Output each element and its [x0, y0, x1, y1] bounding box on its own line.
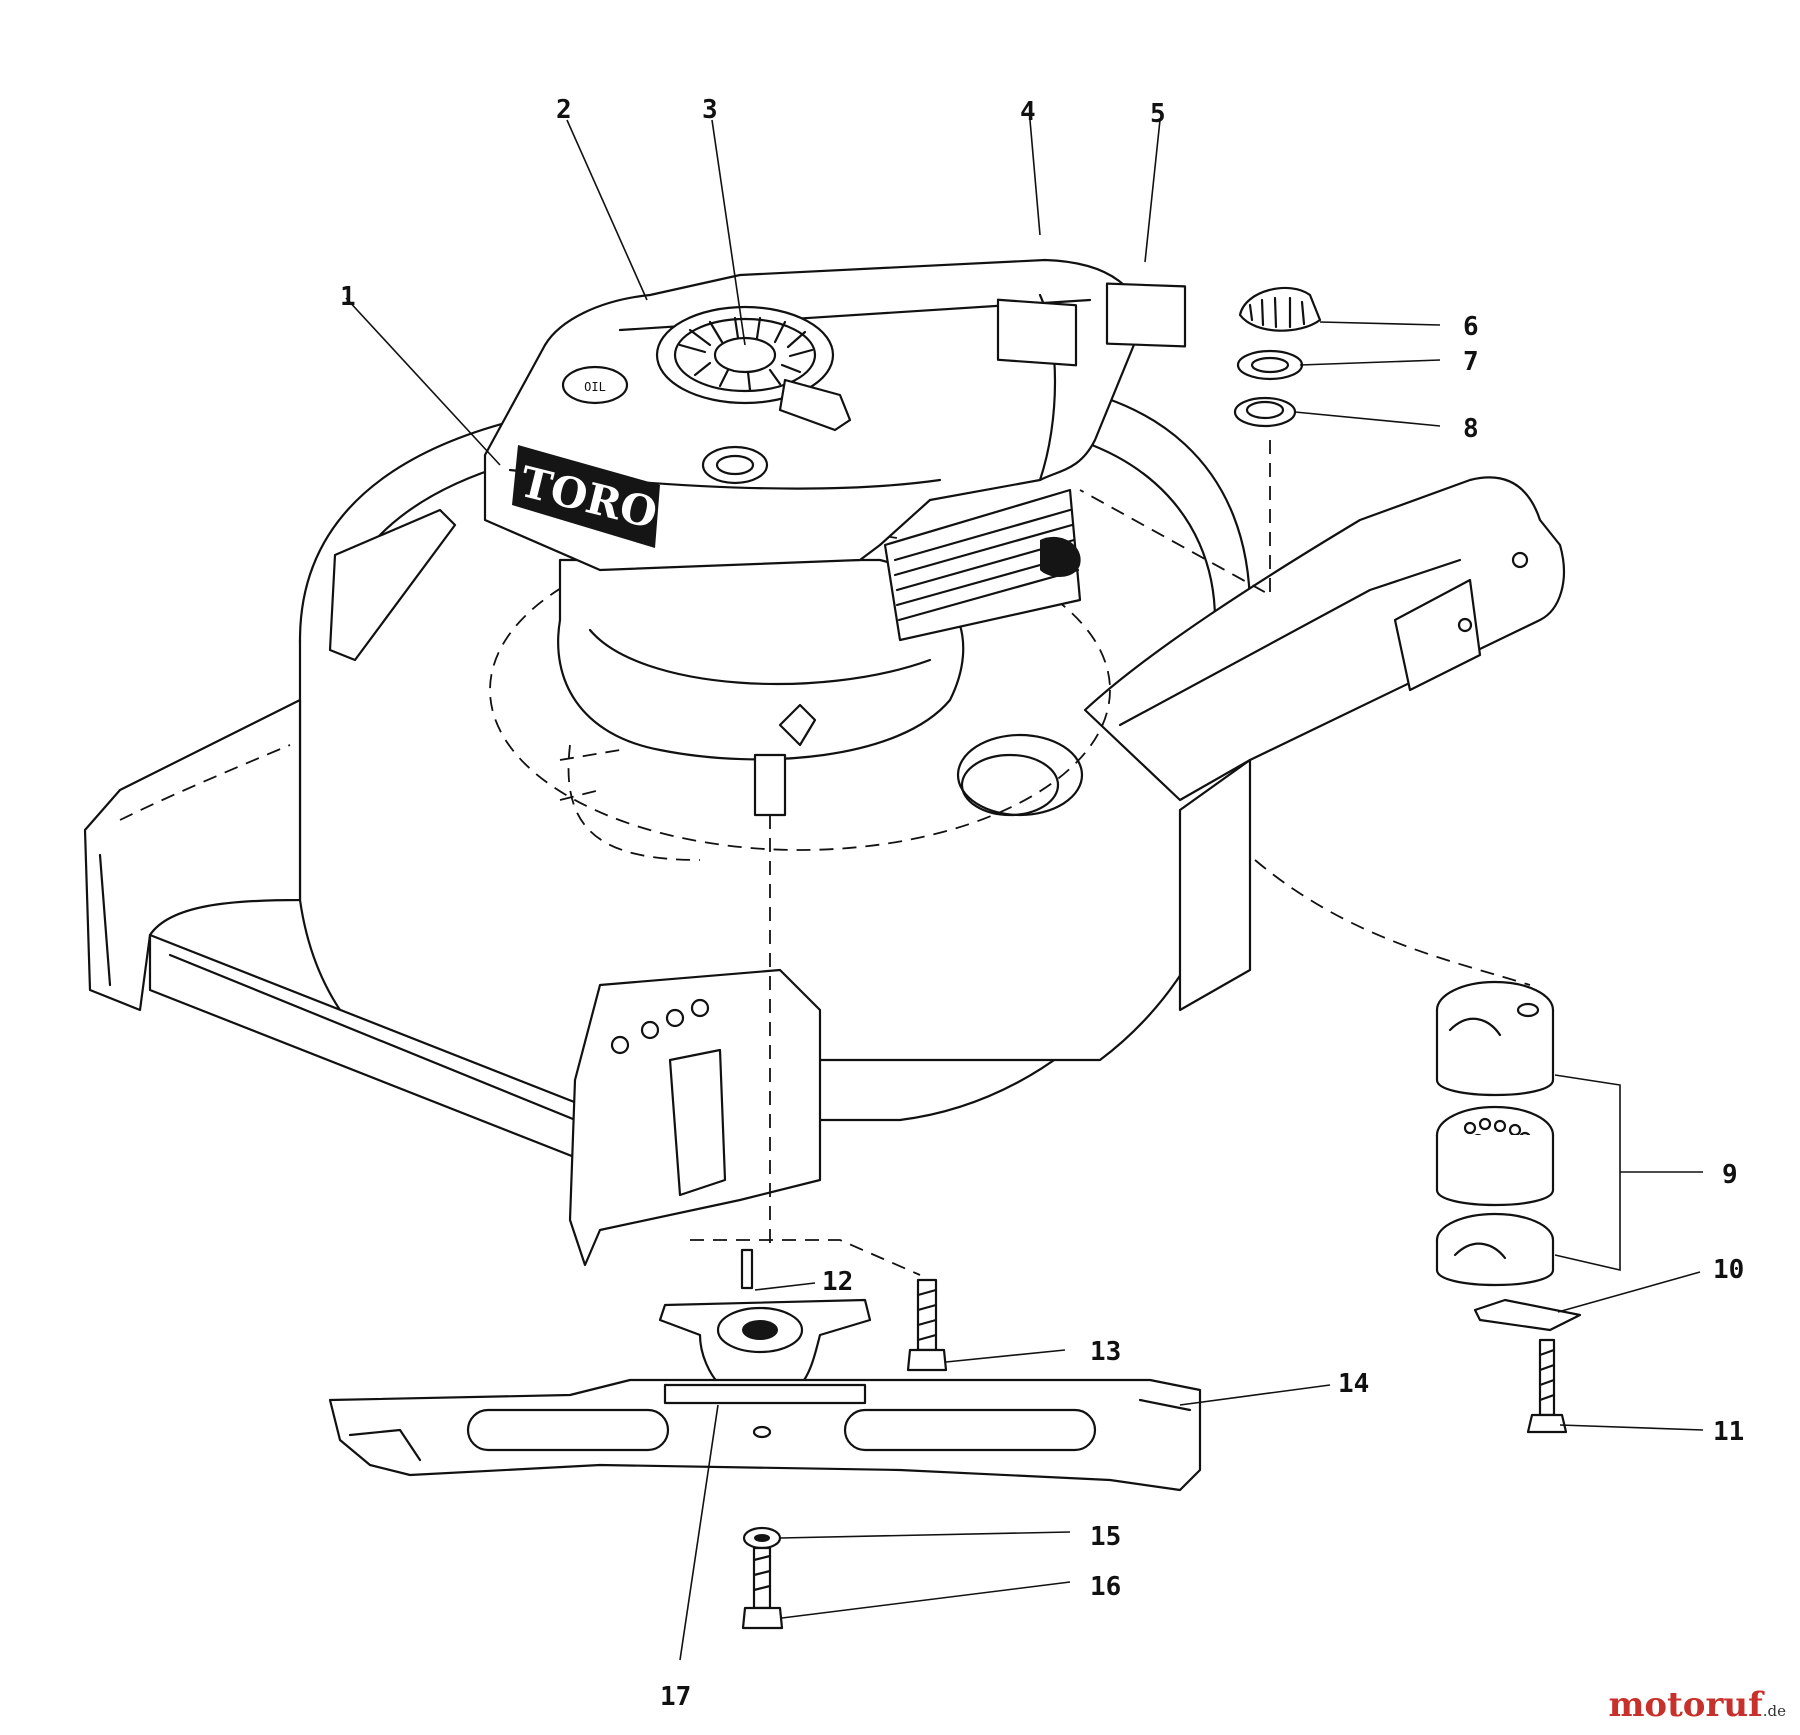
blade-adapter	[633, 1298, 892, 1402]
callout-4: 4	[1020, 97, 1036, 127]
air-lift	[663, 1383, 867, 1405]
watermark-tld: .de	[1762, 1702, 1786, 1720]
callout-17: 17	[660, 1682, 691, 1712]
callout-12: 12	[822, 1267, 853, 1297]
callout-8: 8	[1463, 414, 1479, 444]
watermark: motoruf.de	[1608, 1685, 1786, 1725]
starter-fins	[678, 316, 814, 392]
fuel-cap	[1238, 286, 1322, 332]
watermark-name: motoruf	[1608, 1685, 1763, 1725]
muffler-lock-plate	[1473, 1298, 1582, 1332]
callout-16: 16	[1090, 1572, 1121, 1602]
callout-2: 2	[556, 95, 572, 125]
oil-fill-cap: OIL	[561, 365, 629, 405]
muffler-bolt	[1526, 1338, 1568, 1434]
callout-1: 1	[340, 282, 356, 312]
callout-labels: 1 2 3 4 5 6 7 8 9 10 11 12 13 14 15 16 1…	[340, 95, 1744, 1712]
mower-blade	[328, 1378, 1202, 1492]
callout-11: 11	[1713, 1417, 1744, 1447]
callout-14: 14	[1338, 1369, 1369, 1399]
blade-bolt	[906, 1278, 948, 1372]
leader-lines	[345, 119, 1704, 1661]
woodruff-key	[740, 1248, 754, 1290]
callout-13: 13	[1090, 1337, 1121, 1367]
callout-10: 10	[1713, 1255, 1744, 1285]
blade-center-bolt	[741, 1546, 784, 1630]
callout-15: 15	[1090, 1522, 1121, 1552]
oil-cap-text: OIL	[584, 380, 606, 394]
callout-9: 9	[1722, 1160, 1738, 1190]
callout-6: 6	[1463, 312, 1479, 342]
decal-4	[996, 298, 1078, 367]
decal-5	[1105, 282, 1187, 348]
callout-3: 3	[702, 95, 718, 125]
cylinder-fins	[883, 488, 1082, 642]
muffler	[1435, 980, 1555, 1287]
fuel-cap-gasket	[1236, 349, 1304, 381]
callout-7: 7	[1463, 347, 1479, 377]
callout-5: 5	[1150, 99, 1166, 129]
